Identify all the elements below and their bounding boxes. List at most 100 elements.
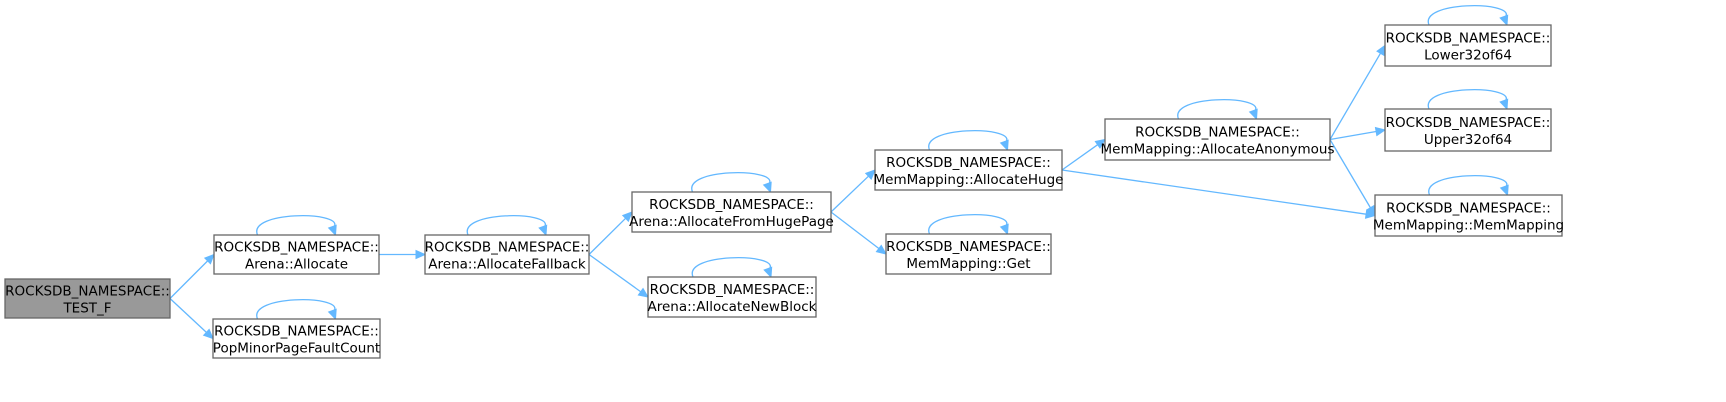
- function-node[interactable]: ROCKSDB_NAMESPACE::Arena::AllocateNewBlo…: [647, 276, 817, 318]
- node-function-label: Upper32of64: [1424, 132, 1512, 148]
- call-edge: [1061, 138, 1107, 171]
- self-loop-arrowhead: [763, 266, 773, 279]
- edge-line: [1329, 52, 1382, 140]
- self-loop: [928, 130, 1009, 152]
- function-node[interactable]: ROCKSDB_NAMESPACE::TEST_F: [4, 278, 171, 319]
- node-function-label: Arena::AllocateFromHugePage: [629, 214, 834, 230]
- node-namespace-label: ROCKSDB_NAMESPACE::: [886, 239, 1051, 255]
- node-function-label: PopMinorPageFaultCount: [213, 341, 380, 357]
- self-loop: [1427, 5, 1509, 27]
- self-loop-line: [1427, 89, 1507, 110]
- function-node[interactable]: ROCKSDB_NAMESPACE::Arena::Allocate: [213, 234, 380, 275]
- self-loop-arrowhead: [1248, 108, 1258, 121]
- node-namespace-label: ROCKSDB_NAMESPACE::: [214, 240, 379, 256]
- call-edge: [1329, 139, 1376, 217]
- edge-line: [1329, 130, 1377, 141]
- call-edge: [169, 298, 214, 340]
- self-loop-arrowhead: [538, 224, 548, 237]
- edge-line: [1329, 139, 1371, 209]
- call-edge: [169, 253, 215, 299]
- node-namespace-label: ROCKSDB_NAMESPACE::: [425, 240, 590, 256]
- node-namespace-label: ROCKSDB_NAMESPACE::: [1135, 125, 1300, 141]
- self-loop: [928, 214, 1009, 236]
- self-loop-line: [466, 215, 546, 236]
- self-loop: [256, 215, 337, 237]
- edge-arrowhead: [637, 287, 649, 298]
- self-loop-arrowhead: [762, 181, 772, 194]
- function-node[interactable]: ROCKSDB_NAMESPACE::Arena::AllocateFromHu…: [629, 191, 834, 233]
- self-loop-arrowhead: [999, 139, 1009, 152]
- self-loop-line: [691, 257, 771, 278]
- edge-arrowhead: [1374, 126, 1387, 137]
- node-box: [424, 234, 590, 275]
- self-loop-line: [928, 130, 1008, 151]
- edge-arrowhead: [621, 211, 633, 223]
- node-namespace-label: ROCKSDB_NAMESPACE::: [1386, 201, 1551, 217]
- self-loop: [256, 299, 337, 321]
- edge-line: [169, 260, 209, 299]
- function-node[interactable]: ROCKSDB_NAMESPACE::MemMapping::MemMappin…: [1373, 194, 1564, 237]
- call-edge: [588, 211, 633, 255]
- self-loop-line: [1427, 5, 1507, 26]
- self-loop-line: [1177, 99, 1257, 120]
- self-loop: [691, 172, 772, 194]
- node-box: [4, 278, 171, 319]
- self-loop-arrowhead: [999, 223, 1009, 236]
- node-box: [874, 149, 1063, 191]
- self-loop-line: [256, 215, 336, 236]
- edge-line: [1061, 169, 1367, 215]
- function-node[interactable]: ROCKSDB_NAMESPACE::Upper32of64: [1384, 108, 1552, 152]
- node-namespace-label: ROCKSDB_NAMESPACE::: [1386, 31, 1551, 47]
- function-node[interactable]: ROCKSDB_NAMESPACE::Arena::AllocateFallba…: [424, 234, 590, 275]
- self-loop: [466, 215, 548, 237]
- node-function-label: Arena::AllocateNewBlock: [648, 299, 817, 315]
- call-edge: [1329, 126, 1387, 141]
- edge-line: [830, 211, 880, 250]
- self-loop-arrowhead: [1499, 184, 1509, 197]
- node-function-label: MemMapping::AllocateAnonymous: [1100, 142, 1334, 158]
- node-box: [212, 318, 381, 359]
- node-namespace-label: ROCKSDB_NAMESPACE::: [886, 155, 1051, 171]
- node-function-label: MemMapping::MemMapping: [1373, 218, 1564, 234]
- self-loops-layer: [256, 5, 1509, 321]
- edge-arrowhead: [1376, 44, 1386, 57]
- self-loop: [1177, 99, 1258, 121]
- node-box: [631, 191, 832, 233]
- node-box: [885, 233, 1052, 275]
- node-function-label: MemMapping::AllocateHuge: [873, 172, 1063, 188]
- function-node[interactable]: ROCKSDB_NAMESPACE::MemMapping::Get: [885, 233, 1052, 275]
- edge-arrowhead: [415, 249, 427, 260]
- nodes-layer: ROCKSDB_NAMESPACE::TEST_FROCKSDB_NAMESPA…: [4, 24, 1564, 359]
- node-function-label: MemMapping::Get: [906, 256, 1030, 272]
- node-namespace-label: ROCKSDB_NAMESPACE::: [649, 197, 814, 213]
- call-edge: [379, 249, 427, 260]
- self-loop-arrowhead: [327, 224, 337, 237]
- node-box: [647, 276, 817, 318]
- function-node[interactable]: ROCKSDB_NAMESPACE::PopMinorPageFaultCoun…: [212, 318, 381, 359]
- self-loop-line: [256, 299, 336, 320]
- node-namespace-label: ROCKSDB_NAMESPACE::: [214, 324, 379, 340]
- call-edge: [1329, 44, 1386, 140]
- node-function-label: Lower32of64: [1424, 48, 1512, 64]
- node-function-label: Arena::AllocateFallback: [428, 257, 586, 273]
- node-namespace-label: ROCKSDB_NAMESPACE::: [1386, 115, 1551, 131]
- edge-arrowhead: [875, 244, 887, 255]
- self-loop-line: [1428, 175, 1508, 196]
- self-loop-line: [928, 214, 1008, 235]
- edge-line: [830, 175, 869, 213]
- self-loop: [1428, 175, 1509, 197]
- self-loop-arrowhead: [1499, 14, 1509, 27]
- self-loop-line: [691, 172, 771, 193]
- edge-arrowhead: [202, 328, 214, 340]
- node-box: [1374, 194, 1563, 237]
- node-box: [213, 234, 380, 275]
- self-loop: [691, 257, 773, 279]
- function-node[interactable]: ROCKSDB_NAMESPACE::MemMapping::AllocateA…: [1100, 118, 1335, 161]
- function-node[interactable]: ROCKSDB_NAMESPACE::MemMapping::AllocateH…: [873, 149, 1064, 191]
- edge-arrowhead: [203, 253, 215, 265]
- edges-layer: [169, 44, 1387, 340]
- function-node[interactable]: ROCKSDB_NAMESPACE::Lower32of64: [1384, 24, 1552, 67]
- edge-arrowhead: [864, 169, 876, 181]
- call-edge: [1061, 169, 1377, 219]
- call-edge: [830, 169, 876, 213]
